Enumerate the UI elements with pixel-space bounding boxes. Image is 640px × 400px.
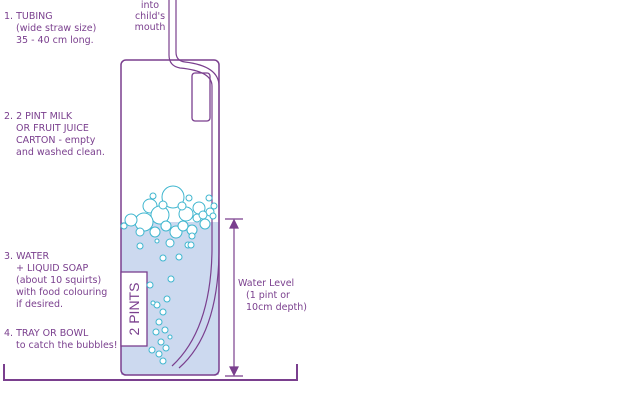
bubble [185, 194, 193, 202]
bubble [158, 200, 168, 210]
label-carton-line: OR FRUIT JUICE [16, 123, 89, 134]
bubble [205, 194, 213, 202]
bubble [177, 220, 189, 232]
label-carton-line: 2. 2 PINT MILK [4, 111, 73, 122]
bubble [163, 295, 171, 303]
tubing-inner [175, 0, 220, 369]
label-tubing-line: (wide straw size) [16, 23, 97, 34]
label-mouth: into child's mouth [128, 0, 172, 33]
carton-print-box [120, 271, 148, 347]
carton-spout [191, 72, 211, 122]
bubble [159, 357, 167, 365]
bubble [150, 300, 156, 306]
tubing-outer [168, 0, 213, 367]
label-water-line: if desired. [16, 299, 64, 310]
carton-print-text: 2 PINTS [126, 283, 142, 336]
bubble [159, 308, 167, 316]
bubble [152, 328, 160, 336]
bubble [146, 281, 154, 289]
bubble [210, 202, 218, 210]
bubble [124, 213, 138, 227]
bubble [149, 226, 161, 238]
label-tubing: 1. TUBING (wide straw size) 35 - 40 cm l… [4, 11, 96, 47]
label-water-level: Water Level (1 pint or 10cm depth) [238, 278, 307, 314]
bubble [136, 242, 144, 250]
label-tray: 4. TRAY OR BOWL to catch the bubbles! [4, 328, 118, 352]
bubble [188, 232, 196, 240]
label-water-level-line: (1 pint or [246, 290, 290, 301]
bubble [177, 201, 187, 211]
label-water-line: 3. WATER [4, 251, 50, 262]
label-carton-line: and washed clean. [16, 147, 105, 158]
label-water-level-line: 10cm depth) [246, 302, 307, 313]
label-tubing-line: 1. TUBING [4, 11, 53, 22]
label-water-line: (about 10 squirts) [16, 275, 102, 286]
water-level-arrow [225, 218, 243, 377]
bubble [155, 350, 163, 358]
bubble [175, 253, 183, 261]
label-mouth-line: into [140, 0, 160, 11]
bubble [120, 222, 128, 230]
label-water-line: with food colouring [16, 287, 108, 298]
bubble [161, 185, 185, 209]
bubble [187, 241, 195, 249]
bubble [159, 254, 167, 262]
label-mouth-line: child's [134, 11, 166, 22]
bubble [149, 192, 157, 200]
bubble [160, 220, 172, 232]
label-tubing-line: 35 - 40 cm long. [16, 35, 94, 46]
bubble-group [120, 185, 218, 365]
bubble [198, 210, 208, 220]
label-water-line: + LIQUID SOAP [16, 263, 89, 274]
label-water-level-line: Water Level [238, 278, 295, 289]
label-mouth-line: mouth [134, 22, 166, 33]
bubble [148, 346, 156, 354]
bubble [162, 344, 170, 352]
tray-outline [3, 364, 298, 381]
bubble [155, 318, 163, 326]
bubble [135, 227, 145, 237]
label-carton: 2. 2 PINT MILK OR FRUIT JUICE CARTON - e… [4, 111, 105, 159]
bubble [154, 238, 160, 244]
bubble [167, 275, 175, 283]
label-water: 3. WATER + LIQUID SOAP (about 10 squirts… [4, 251, 107, 311]
bubble [199, 218, 211, 230]
bubble [161, 326, 169, 334]
bubble [165, 238, 175, 248]
bubble [209, 212, 217, 220]
label-tray-line: to catch the bubbles! [16, 340, 118, 351]
bubble [157, 338, 165, 346]
label-tray-line: 4. TRAY OR BOWL [4, 328, 89, 339]
label-carton-line: CARTON - empty [16, 135, 96, 146]
bubble [167, 334, 173, 340]
